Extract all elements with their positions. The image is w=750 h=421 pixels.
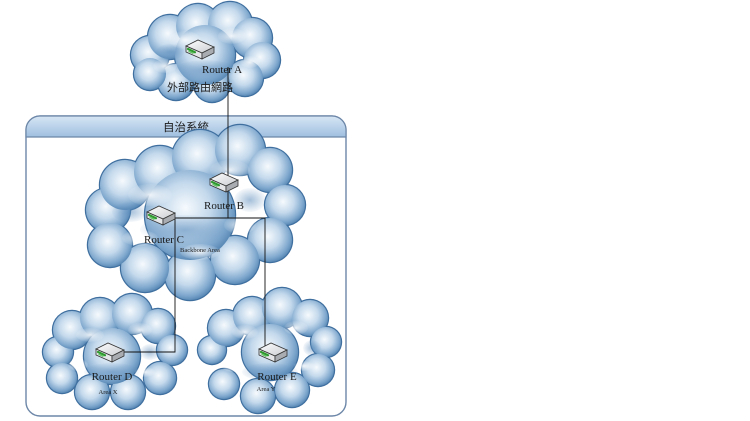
- cloud-icon: [84, 123, 307, 302]
- cloud-icon: [129, 0, 282, 104]
- router-icon: [258, 342, 288, 363]
- container-header: [25, 115, 347, 138]
- area-y-caption: Area Y: [257, 386, 276, 393]
- router-e-label: Router E: [257, 371, 297, 383]
- router-icon: [209, 172, 239, 193]
- link-lines: [110, 67, 266, 353]
- cloud-icon: [41, 292, 189, 411]
- router-icon: [146, 205, 176, 226]
- link-router-b-router-e: [228, 217, 266, 352]
- link-router-c-router-d: [110, 218, 176, 353]
- router-d-label: Router D: [92, 371, 133, 383]
- router-icon: [185, 39, 215, 60]
- router-icon: [95, 342, 125, 363]
- backbone-area-caption: Backbone Area: [180, 247, 220, 254]
- router-b-label: Router B: [204, 200, 244, 212]
- router-c-label: Router C: [144, 234, 184, 246]
- router-a-label: Router A: [202, 64, 242, 76]
- area-x-caption: Area X: [99, 389, 118, 396]
- external-network-caption: 外部路由網路: [167, 80, 233, 94]
